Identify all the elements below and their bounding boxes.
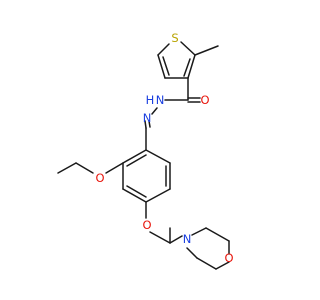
bond-s-c2 bbox=[180, 41, 196, 56]
morph-bond-4 bbox=[215, 261, 230, 270]
bond-n-n bbox=[151, 107, 158, 115]
benzene-bond-4-inner bbox=[126, 185, 147, 198]
bond-c4-c5 bbox=[157, 54, 166, 79]
bond-c4-c5-double bbox=[162, 56, 170, 76]
bond-ring-o-ethoxy bbox=[105, 162, 124, 174]
morph-bond-1 bbox=[191, 227, 207, 236]
morph-bond-2 bbox=[205, 227, 230, 242]
benzene-bond-6-inner bbox=[126, 154, 147, 167]
morph-bond-5 bbox=[196, 257, 217, 270]
molecule-diagram: S O N H N O O N O bbox=[57, 31, 234, 270]
benzene-bond-6 bbox=[122, 149, 147, 164]
atom-label-imine-nitrogen: N bbox=[143, 111, 152, 125]
morph-bond-6 bbox=[186, 247, 198, 259]
atom-label-amide-hydrogen: H bbox=[146, 93, 155, 107]
atom-label-sulfur: S bbox=[171, 31, 178, 45]
bond-c2-c3-double bbox=[183, 58, 191, 77]
bond-c2-methyl bbox=[194, 45, 219, 56]
bond-ch2-ch3 bbox=[57, 162, 77, 174]
bond-o-ch2a bbox=[149, 231, 171, 244]
atom-label-morpholine-nitrogen: N bbox=[183, 232, 192, 246]
benzene-bond-4 bbox=[122, 188, 147, 203]
atom-label-morpholine-oxygen: O bbox=[224, 251, 233, 265]
atom-label-amide-nitrogen: N bbox=[156, 93, 165, 107]
atom-label-ethoxy-oxygen: O bbox=[95, 171, 104, 185]
bond-n-ch-double bbox=[148, 120, 151, 128]
bond-c5-s bbox=[157, 43, 170, 56]
benzene-bond-3 bbox=[145, 188, 171, 203]
atom-label-carbonyl-oxygen: O bbox=[200, 93, 209, 107]
bond-n-ch bbox=[144, 120, 147, 129]
bond-ch2b-n bbox=[169, 235, 183, 244]
atom-label-ether-oxygen: O bbox=[142, 218, 151, 232]
molecule-structure: S O N H N O O N O bbox=[57, 31, 234, 270]
bond-o-ch2 bbox=[75, 162, 94, 174]
benzene-bond-1 bbox=[145, 149, 171, 164]
bond-c2-c3 bbox=[187, 54, 196, 79]
